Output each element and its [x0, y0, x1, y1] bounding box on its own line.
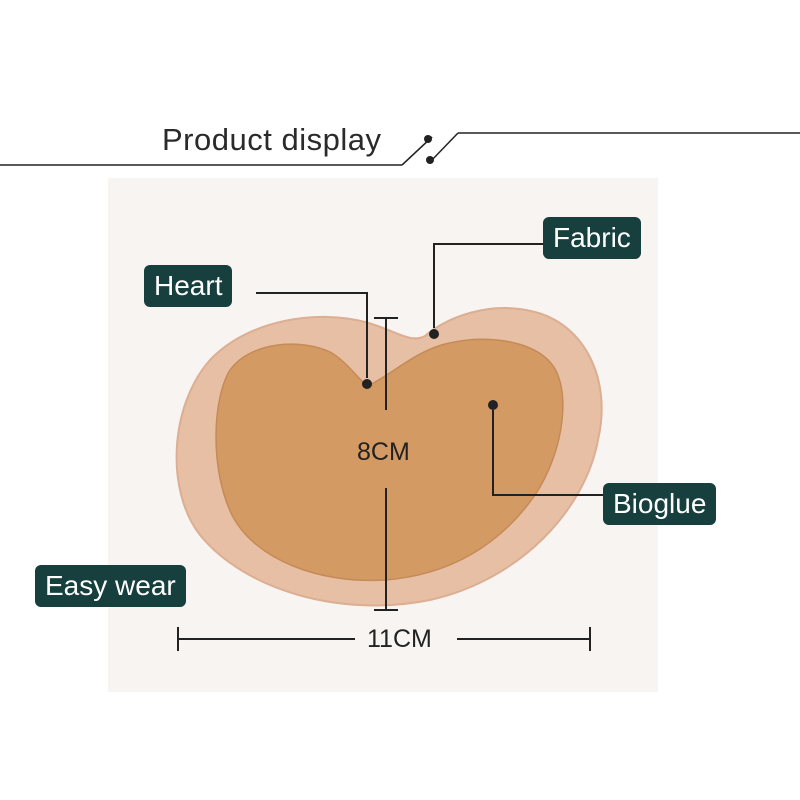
- width-dimension-label: 11CM: [367, 625, 432, 653]
- fabric-label: Fabric: [543, 217, 641, 259]
- height-dimension-label: 8CM: [357, 438, 410, 466]
- easy-wear-label: Easy wear: [35, 565, 186, 607]
- bioglue-label: Bioglue: [603, 483, 717, 525]
- page-title: Product display: [162, 122, 382, 157]
- heart-label: Heart: [144, 265, 233, 307]
